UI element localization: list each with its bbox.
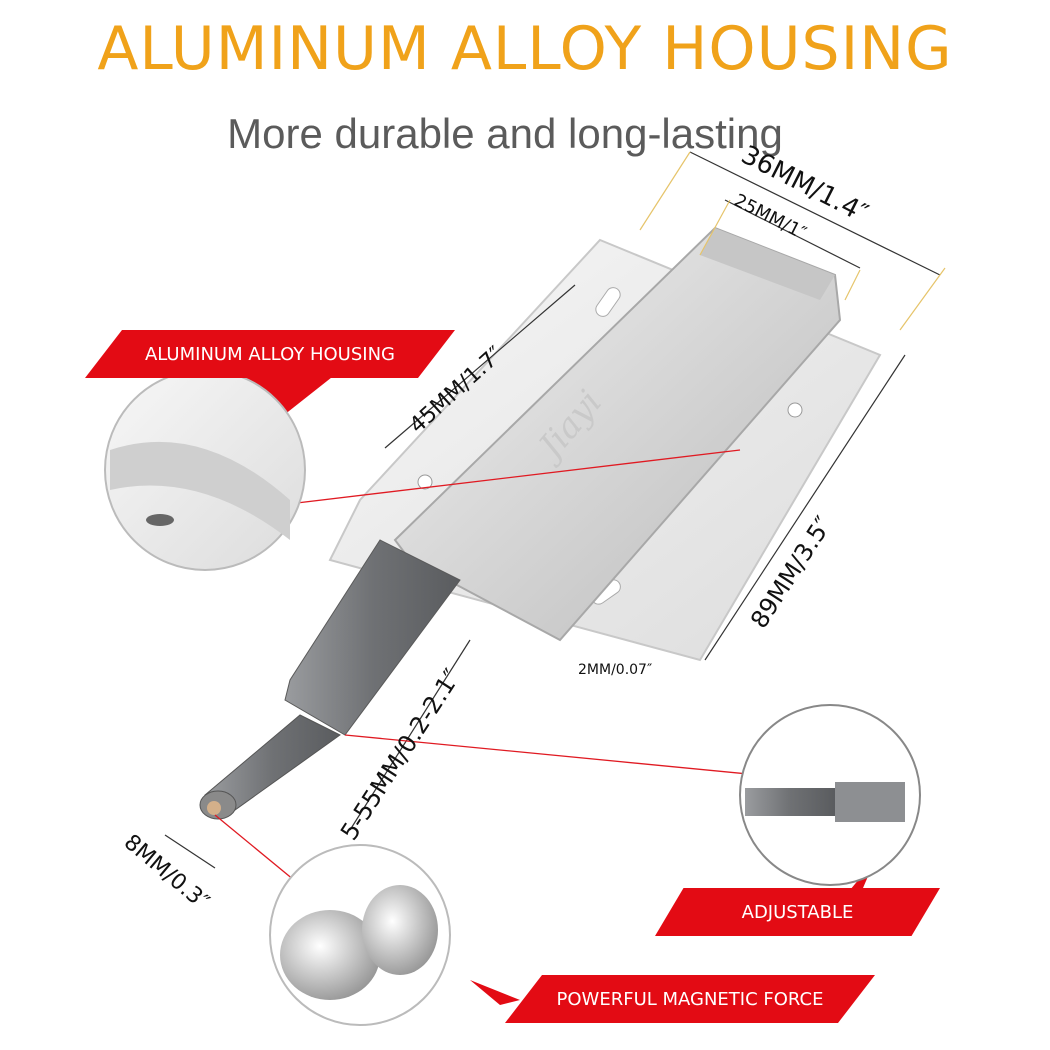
dimension-plate-thickness: 2MM/0.07″	[578, 662, 653, 678]
headline: ALUMINUM ALLOY HOUSING	[97, 14, 953, 84]
subheadline: More durable and long-lasting	[227, 110, 783, 157]
callout-magnet: POWERFUL MAGNETIC FORCE	[505, 975, 875, 1023]
callout-adjustable: ADJUSTABLE	[655, 888, 940, 936]
callout-housing: ALUMINUM ALLOY HOUSING	[85, 330, 455, 378]
plunger-body	[284, 539, 461, 736]
